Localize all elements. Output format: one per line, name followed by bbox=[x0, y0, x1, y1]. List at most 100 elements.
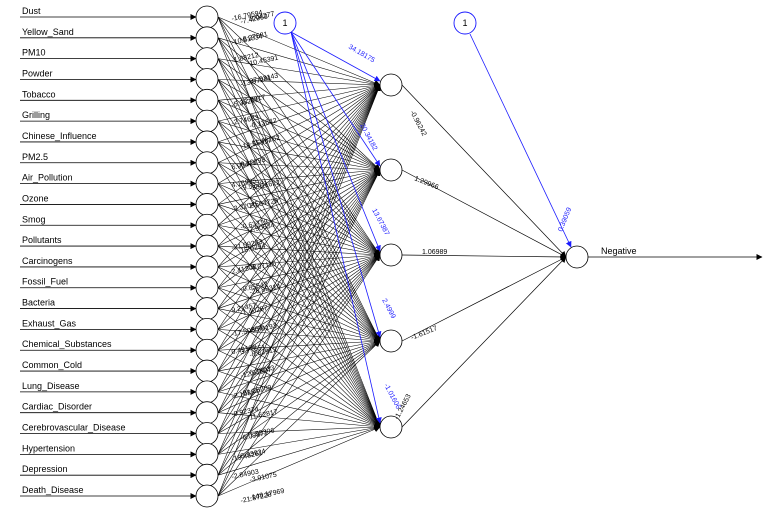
edge-input-hidden bbox=[217, 167, 381, 184]
edge-input-hidden bbox=[217, 169, 381, 330]
edge-input-hidden bbox=[217, 84, 381, 372]
edge-input-hidden bbox=[217, 37, 381, 428]
input-label: Bacteria bbox=[22, 298, 55, 308]
edge-input-hidden bbox=[217, 84, 381, 351]
edge-input-hidden bbox=[217, 266, 381, 342]
edge-input-hidden bbox=[217, 169, 381, 393]
input-node bbox=[195, 234, 219, 258]
edge-input-hidden bbox=[217, 225, 381, 428]
edge-input-hidden bbox=[217, 169, 381, 497]
edge-input-hidden bbox=[217, 83, 381, 143]
edge-input-hidden bbox=[217, 183, 381, 428]
edge-input-hidden bbox=[217, 254, 381, 351]
edge-input-hidden bbox=[217, 120, 381, 172]
input-label: Fossil_Fuel bbox=[22, 277, 68, 287]
edge-input-hidden bbox=[217, 340, 381, 434]
edge-input-hidden bbox=[217, 82, 381, 101]
edge-input-hidden bbox=[217, 169, 381, 372]
input-node bbox=[195, 359, 219, 383]
edge-input-hidden bbox=[217, 340, 381, 497]
input-node bbox=[195, 401, 219, 425]
input-node bbox=[195, 255, 219, 279]
edge-hidden-output bbox=[401, 84, 567, 258]
edge-input-hidden bbox=[217, 37, 381, 256]
edge-input-hidden bbox=[217, 84, 381, 476]
hidden-output-weight: -1.61517 bbox=[410, 325, 438, 342]
edge-input-hidden bbox=[217, 84, 381, 226]
edge-input-hidden bbox=[217, 169, 381, 268]
edge-input-hidden bbox=[217, 141, 381, 342]
labels: -16.79594-7.429633.04277-10.61834-6.2768… bbox=[22, 6, 637, 505]
edge-input-hidden bbox=[217, 412, 381, 430]
edge-hidden-output bbox=[401, 253, 567, 260]
edge-input-hidden bbox=[217, 84, 381, 497]
edge-input-hidden bbox=[217, 37, 381, 171]
edge-input-hidden bbox=[217, 254, 381, 476]
edge-input-hidden bbox=[217, 224, 381, 257]
input-node bbox=[195, 484, 219, 508]
edge-input-hidden bbox=[217, 169, 381, 413]
input-label: Yellow_Sand bbox=[22, 27, 74, 37]
edge-input-hidden bbox=[217, 79, 381, 88]
edge-input-hidden bbox=[217, 254, 381, 455]
edge-bias-output bbox=[469, 33, 572, 248]
edge-hidden-output bbox=[401, 169, 567, 258]
edge-input-hidden bbox=[217, 169, 381, 434]
edge-input-hidden bbox=[217, 162, 381, 342]
edge-input-hidden bbox=[217, 58, 381, 342]
edge-input-hidden bbox=[217, 183, 381, 342]
edge-input-hidden bbox=[217, 287, 381, 343]
edge-input-hidden bbox=[217, 141, 381, 173]
edge-input-hidden bbox=[217, 168, 381, 226]
edge-input-hidden bbox=[217, 245, 381, 428]
edge-input-hidden bbox=[217, 308, 381, 343]
input-label: Carcinogens bbox=[22, 256, 73, 266]
edge-bias-hidden bbox=[290, 31, 382, 424]
input-node bbox=[195, 172, 219, 196]
edge-input-hidden bbox=[217, 425, 381, 476]
edge-bias-hidden bbox=[290, 31, 381, 252]
edge-input-hidden bbox=[217, 169, 381, 455]
input-node bbox=[195, 151, 219, 175]
input-node bbox=[195, 338, 219, 362]
edge-input-hidden bbox=[217, 245, 381, 258]
nodes bbox=[195, 5, 589, 508]
edge-input-hidden bbox=[217, 339, 381, 393]
edge-input-hidden bbox=[217, 58, 381, 171]
input-label: Lung_Disease bbox=[22, 381, 80, 391]
hidden-node bbox=[379, 415, 403, 439]
edge-input-hidden bbox=[217, 58, 381, 428]
edge-input-hidden bbox=[217, 266, 381, 428]
edge-input-hidden bbox=[217, 204, 381, 342]
input-node bbox=[195, 276, 219, 300]
bias-hidden-weight: 34.18175 bbox=[347, 44, 376, 65]
edge-input-hidden bbox=[217, 16, 381, 342]
input-label: PM10 bbox=[22, 48, 46, 58]
edge-input-hidden bbox=[217, 84, 381, 164]
edge-input-hidden bbox=[217, 253, 381, 289]
hidden-output-weight: -0.96242 bbox=[408, 110, 427, 138]
edge-input-hidden bbox=[217, 84, 381, 205]
input-label: Powder bbox=[22, 68, 53, 78]
edge-input-hidden bbox=[217, 349, 381, 428]
edge-input-hidden bbox=[217, 121, 381, 428]
edge-bias-hidden bbox=[290, 31, 382, 338]
edge-input-hidden bbox=[217, 254, 381, 434]
edge-input-hidden bbox=[217, 162, 381, 428]
input-weight-label: -3.32045 bbox=[231, 201, 260, 214]
input-label: Smog bbox=[22, 214, 46, 224]
edge-input-hidden bbox=[217, 424, 381, 434]
edge-input-hidden bbox=[217, 100, 381, 256]
hidden-output-weight: 1.29966 bbox=[413, 175, 439, 191]
edge-input-hidden bbox=[217, 83, 381, 122]
edge-input-hidden bbox=[217, 329, 381, 344]
edge-input-hidden bbox=[217, 58, 381, 88]
bias-hidden-weight: 13.67387 bbox=[370, 208, 390, 237]
bias-hidden-weight: 2.4999 bbox=[380, 298, 396, 320]
edge-input-hidden bbox=[217, 84, 381, 268]
edge-input-hidden bbox=[217, 252, 381, 268]
input-node bbox=[195, 380, 219, 404]
input-label: Air_Pollution bbox=[22, 173, 73, 183]
edge-input-hidden bbox=[217, 84, 381, 434]
input-label: Cardiac_Disorder bbox=[22, 402, 92, 412]
